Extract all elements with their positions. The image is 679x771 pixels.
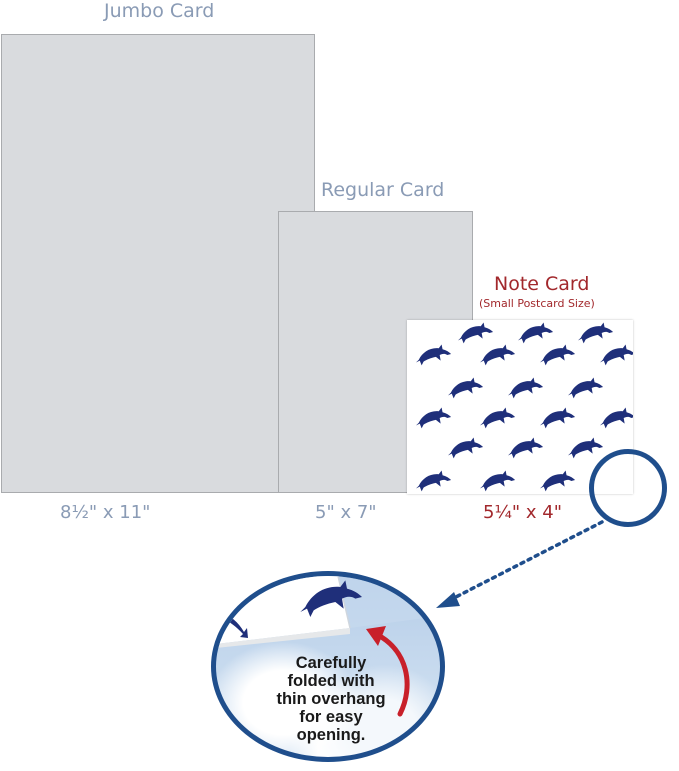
- dolphin-icon: [539, 470, 576, 492]
- dolphin-icon: [599, 407, 633, 429]
- dolphin-icon: [479, 344, 516, 366]
- curved-arrow-icon: [366, 626, 410, 717]
- regular-card-size: 5" x 7": [315, 502, 377, 523]
- folded-card-corner: [216, 576, 440, 648]
- dolphin-icon: [415, 344, 452, 366]
- dolphin-icon: [447, 437, 484, 459]
- dolphin-icon: [567, 377, 604, 399]
- callout-line: opening.: [296, 726, 366, 744]
- jumbo-card-title: Jumbo Card: [104, 0, 215, 22]
- callout-text: Carefully folded with thin overhang for …: [271, 654, 391, 744]
- dolphin-icon: [479, 407, 516, 429]
- callout-line: for easy: [299, 708, 363, 726]
- dolphin-icon: [507, 437, 544, 459]
- note-card-size: 5¼" x 4": [483, 502, 563, 523]
- jumbo-card-size: 8½" x 11": [60, 502, 151, 523]
- note-card-title: Note Card: [494, 273, 590, 295]
- dolphin-icon: [517, 322, 554, 344]
- dolphin-icon: [577, 322, 614, 344]
- jumbo-card: [1, 34, 315, 493]
- dolphin-icon: [599, 344, 633, 366]
- callout-line: thin overhang: [276, 690, 386, 708]
- dolphin-icon: [567, 437, 604, 459]
- dolphin-icon: [539, 344, 576, 366]
- dotted-arrow-icon: [436, 520, 604, 608]
- dolphin-icon: [539, 407, 576, 429]
- dolphin-icon: [415, 407, 452, 429]
- zoom-ring-icon: [589, 449, 667, 527]
- regular-card-title: Regular Card: [321, 179, 445, 201]
- dolphin-icon: [415, 470, 452, 492]
- note-card: [407, 320, 633, 494]
- note-card-subtitle: (Small Postcard Size): [479, 297, 595, 310]
- dolphin-icon: [479, 470, 516, 492]
- callout-line: Carefully: [295, 654, 367, 672]
- callout-line: folded with: [287, 672, 375, 690]
- dolphin-icon: [457, 322, 494, 344]
- dolphin-icon: [507, 377, 544, 399]
- magnified-corner-circle: Carefully folded with thin overhang for …: [211, 571, 445, 762]
- dolphin-tail-icon: [216, 610, 248, 638]
- dolphin-icon: [447, 377, 484, 399]
- dolphin-icon: [300, 580, 362, 617]
